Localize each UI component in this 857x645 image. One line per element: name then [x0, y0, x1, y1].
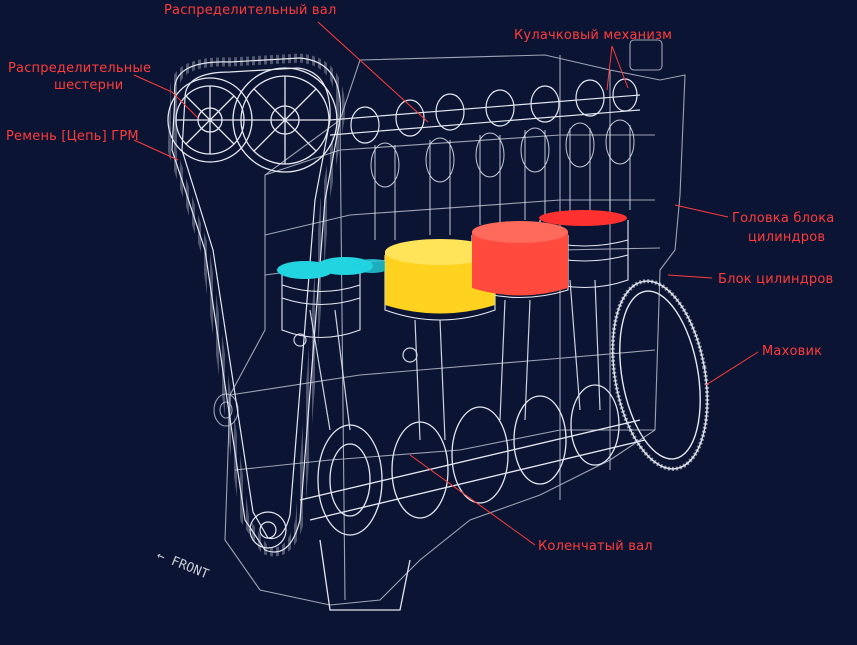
timing-gears: [167, 67, 338, 173]
flywheel-label: Маховик: [762, 344, 823, 359]
timing-belt-label: Ремень [Цепь] ГРМ: [6, 129, 139, 144]
camshaft-label: Распределительный вал: [164, 3, 337, 18]
leader-lines: [133, 21, 759, 546]
timing-gears-label-line1: Распределительные: [8, 61, 152, 76]
camshaft: [329, 78, 641, 144]
flywheel: [610, 279, 710, 471]
cylinder-block-label: Блок цилиндров: [718, 272, 834, 287]
piston-yellow: [385, 239, 495, 314]
crankshaft: [299, 384, 646, 611]
piston-red-2: [539, 210, 627, 226]
crankshaft-label: Коленчатый вал: [538, 539, 653, 554]
valves: [370, 119, 635, 240]
connecting-rods: [293, 263, 601, 441]
cylinder-head-label-line2: цилиндров: [748, 230, 826, 245]
piston-red-1: [472, 221, 568, 296]
timing-gears-label-line2: шестерни: [54, 78, 124, 93]
cylinder-head-label-line1: Головка блока: [732, 211, 835, 226]
piston-cyan: [277, 257, 390, 279]
timing-belt-teeth: [167, 53, 345, 557]
cam-mechanism-label: Кулачковый механизм: [514, 28, 673, 43]
